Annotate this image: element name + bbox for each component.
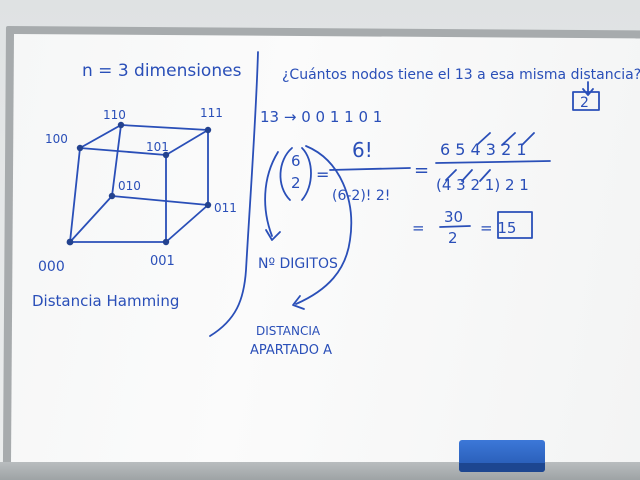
cube-connecting-edges [69,124,209,243]
equals-2: = [414,160,429,181]
result-equals: = [412,219,425,237]
binary-representation: 13 → 0 0 1 1 0 1 [260,108,382,126]
binom-top: 6 [291,152,301,170]
distance-label-line2: APARTADO A [250,343,332,358]
fraction-denominator: (6-2)! 2! [332,188,390,204]
result-denominator: 2 [448,229,458,247]
label-111: 111 [200,106,223,120]
result-numerator: 30 [444,208,463,226]
node-001 [162,238,170,246]
node-011 [204,201,212,209]
digits-label: Nº DIGITOS [258,256,338,272]
label-011: 011 [214,201,237,215]
arrow-to-distance [295,145,353,305]
cube-back-face [111,124,209,206]
hamming-label: Distancia Hamming [32,292,179,310]
label-100: 100 [45,132,68,146]
label-000: 000 [38,259,65,275]
title-dimensions: n = 3 dimensiones [82,61,242,81]
node-111 [204,126,212,134]
question-answer: 2 [580,95,589,111]
node-010 [108,192,116,200]
binom-bottom: 2 [291,174,301,192]
binom-right-paren [301,147,312,201]
distance-label-line1: DISTANCIA [256,324,321,338]
fraction-numerator: 6! [352,138,373,162]
fraction-bar [329,167,411,171]
node-100 [76,144,84,152]
label-110: 110 [103,108,126,122]
label-101: 101 [146,140,169,154]
cube-front-face [69,147,167,243]
node-000 [66,238,74,246]
question-arrow [582,81,594,96]
expanded-fraction-bar [435,160,551,164]
node-110 [117,121,125,129]
result-fraction-bar [439,225,471,228]
arrow-to-digits [264,151,279,237]
equals-1: = [316,165,329,184]
cube-diagram: 110 111 100 101 010 011 000 001 [38,106,237,275]
question-text: ¿Cuántos nodos tiene el 13 a esa misma d… [282,67,640,83]
label-001: 001 [150,254,175,269]
binom-left-paren [279,147,293,201]
arrow-head-digits [265,229,281,241]
node-101 [162,151,170,159]
divider-line [209,51,259,337]
cancel-strikes-den [445,169,491,182]
whiteboard-eraser [459,440,545,472]
expanded-numerator: 6 5 4 3 2 1 [440,140,527,159]
result-box [497,211,533,239]
arrow-head-distance [292,295,305,310]
label-010: 010 [118,179,141,193]
cancel-strikes-num [477,132,535,146]
question-answer-box [572,91,600,111]
expanded-denominator: (4 3 2 1) 2 1 [436,176,529,194]
